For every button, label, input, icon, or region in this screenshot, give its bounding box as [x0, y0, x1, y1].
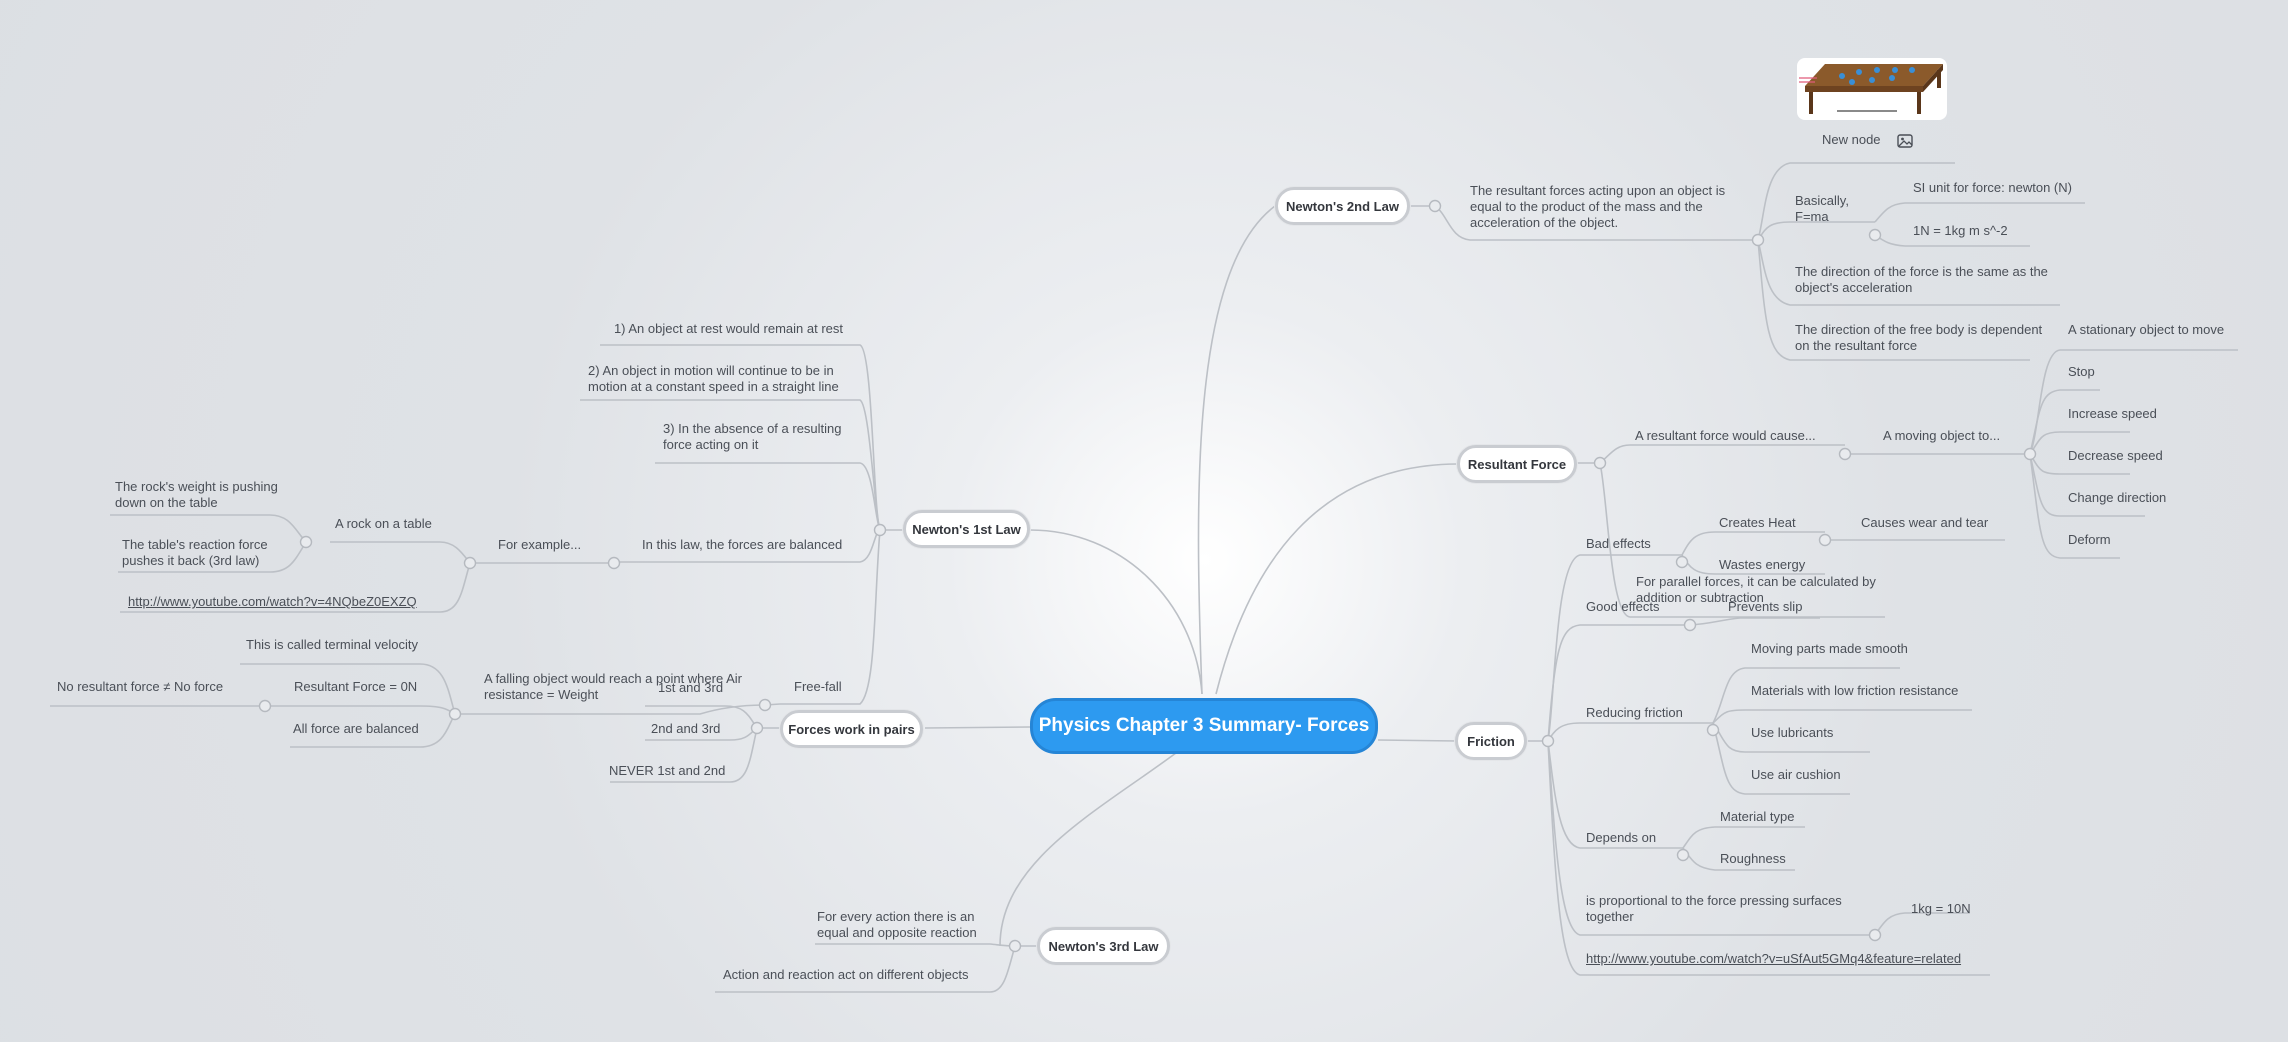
topic-newtons-1st-law[interactable]: Newton's 1st Law [903, 510, 1030, 548]
first-law-rule-1[interactable]: 1) An object at rest would remain at res… [613, 321, 843, 336]
friction-video-link[interactable]: http://www.youtube.com/watch?v=uSfAut5GM… [1586, 951, 1962, 966]
first-law-rock-table[interactable]: A rock on a table [335, 516, 432, 531]
topic-newtons-2nd-law[interactable]: Newton's 2nd Law [1275, 187, 1410, 225]
first-law-rock-weight[interactable]: The rock's weight is pushing down on the… [115, 479, 278, 510]
resultant-deform[interactable]: Deform [2068, 532, 2111, 547]
friction-kg-n[interactable]: 1kg = 10N [1911, 901, 1971, 916]
second-law-direction[interactable]: The direction of the force is the same a… [1795, 264, 2048, 295]
third-law-action[interactable]: For every action there is an equal and o… [817, 909, 977, 940]
resultant-change-direction[interactable]: Change direction [2068, 490, 2167, 505]
first-law-free-fall[interactable]: Free-fall [794, 679, 842, 694]
third-law-different[interactable]: Action and reaction act on different obj… [723, 967, 969, 982]
friction-proportional[interactable]: is proportional to the force pressing su… [1586, 893, 1842, 924]
friction-reducing[interactable]: Reducing friction [1586, 705, 1683, 720]
topic-resultant-force[interactable]: Resultant Force [1457, 445, 1577, 483]
friction-depends-on[interactable]: Depends on [1586, 830, 1657, 845]
friction-air-cushion[interactable]: Use air cushion [1751, 767, 1841, 782]
pairs-never[interactable]: NEVER 1st and 2nd [609, 763, 726, 778]
friction-lubricants[interactable]: Use lubricants [1751, 725, 1834, 740]
friction-smooth[interactable]: Moving parts made smooth [1751, 641, 1908, 656]
second-law-new-node[interactable]: New node [1822, 132, 1881, 147]
resultant-parallel[interactable]: For parallel forces, it can be calculate… [1636, 574, 1876, 605]
second-law-basically[interactable]: Basically, F=ma [1795, 193, 1849, 224]
image-icon[interactable] [1897, 134, 1913, 148]
friction-bad-effects[interactable]: Bad effects [1586, 536, 1651, 551]
table-image-drawing [1799, 64, 1943, 114]
pairs-second-third[interactable]: 2nd and 3rd [651, 721, 721, 736]
friction-creates-heat[interactable]: Creates Heat [1719, 515, 1796, 530]
central-topic[interactable]: Physics Chapter 3 Summary- Forces [1030, 698, 1378, 754]
topic-friction[interactable]: Friction [1455, 722, 1527, 760]
friction-prevents-slip[interactable]: Prevents slip [1728, 599, 1803, 614]
second-law-free-body[interactable]: The direction of the free body is depend… [1795, 322, 2043, 353]
friction-roughness[interactable]: Roughness [1720, 851, 1786, 866]
first-law-terminal-velocity[interactable]: This is called terminal velocity [246, 637, 418, 652]
first-law-rule-3[interactable]: 3) In the absence of a resulting force a… [663, 421, 842, 452]
first-law-video-link[interactable]: http://www.youtube.com/watch?v=4NQbeZ0EX… [128, 594, 417, 609]
topic-forces-work-in-pairs[interactable]: Forces work in pairs [780, 710, 923, 748]
first-law-balanced[interactable]: In this law, the forces are balanced [642, 537, 843, 552]
friction-material[interactable]: Material type [1720, 809, 1795, 824]
friction-wear-tear[interactable]: Causes wear and tear [1861, 515, 1989, 530]
first-law-all-balanced[interactable]: All force are balanced [293, 721, 419, 736]
first-law-for-example[interactable]: For example... [498, 537, 582, 552]
friction-good-effects[interactable]: Good effects [1586, 599, 1660, 614]
resultant-decrease[interactable]: Decrease speed [2068, 448, 2163, 463]
table-image[interactable] [1797, 58, 1947, 120]
resultant-would-cause[interactable]: A resultant force would cause... [1635, 428, 1816, 443]
resultant-stationary[interactable]: A stationary object to move [2068, 322, 2225, 337]
first-law-table-reaction[interactable]: The table's reaction force pushes it bac… [122, 537, 268, 568]
first-law-no-resultant[interactable]: No resultant force ≠ No force [57, 679, 224, 694]
resultant-moving-object[interactable]: A moving object to... [1883, 428, 2001, 443]
friction-low-friction[interactable]: Materials with low friction resistance [1751, 683, 1959, 698]
resultant-increase[interactable]: Increase speed [2068, 406, 2157, 421]
first-law-rule-2[interactable]: 2) An object in motion will continue to … [588, 363, 839, 394]
topic-newtons-3rd-law[interactable]: Newton's 3rd Law [1037, 927, 1170, 965]
first-law-resultant-zero[interactable]: Resultant Force = 0N [294, 679, 418, 694]
second-law-definition[interactable]: The resultant forces acting upon an obje… [1470, 183, 1726, 230]
pairs-first-third[interactable]: 1st and 3rd [658, 680, 724, 695]
resultant-stop[interactable]: Stop [2068, 364, 2095, 379]
first-law-falling-object[interactable]: A falling object would reach a point whe… [484, 671, 742, 702]
friction-wastes-energy[interactable]: Wastes energy [1719, 557, 1806, 572]
second-law-si-unit[interactable]: SI unit for force: newton (N) [1913, 180, 2072, 195]
second-law-one-newton[interactable]: 1N = 1kg m s^-2 [1913, 223, 2008, 238]
